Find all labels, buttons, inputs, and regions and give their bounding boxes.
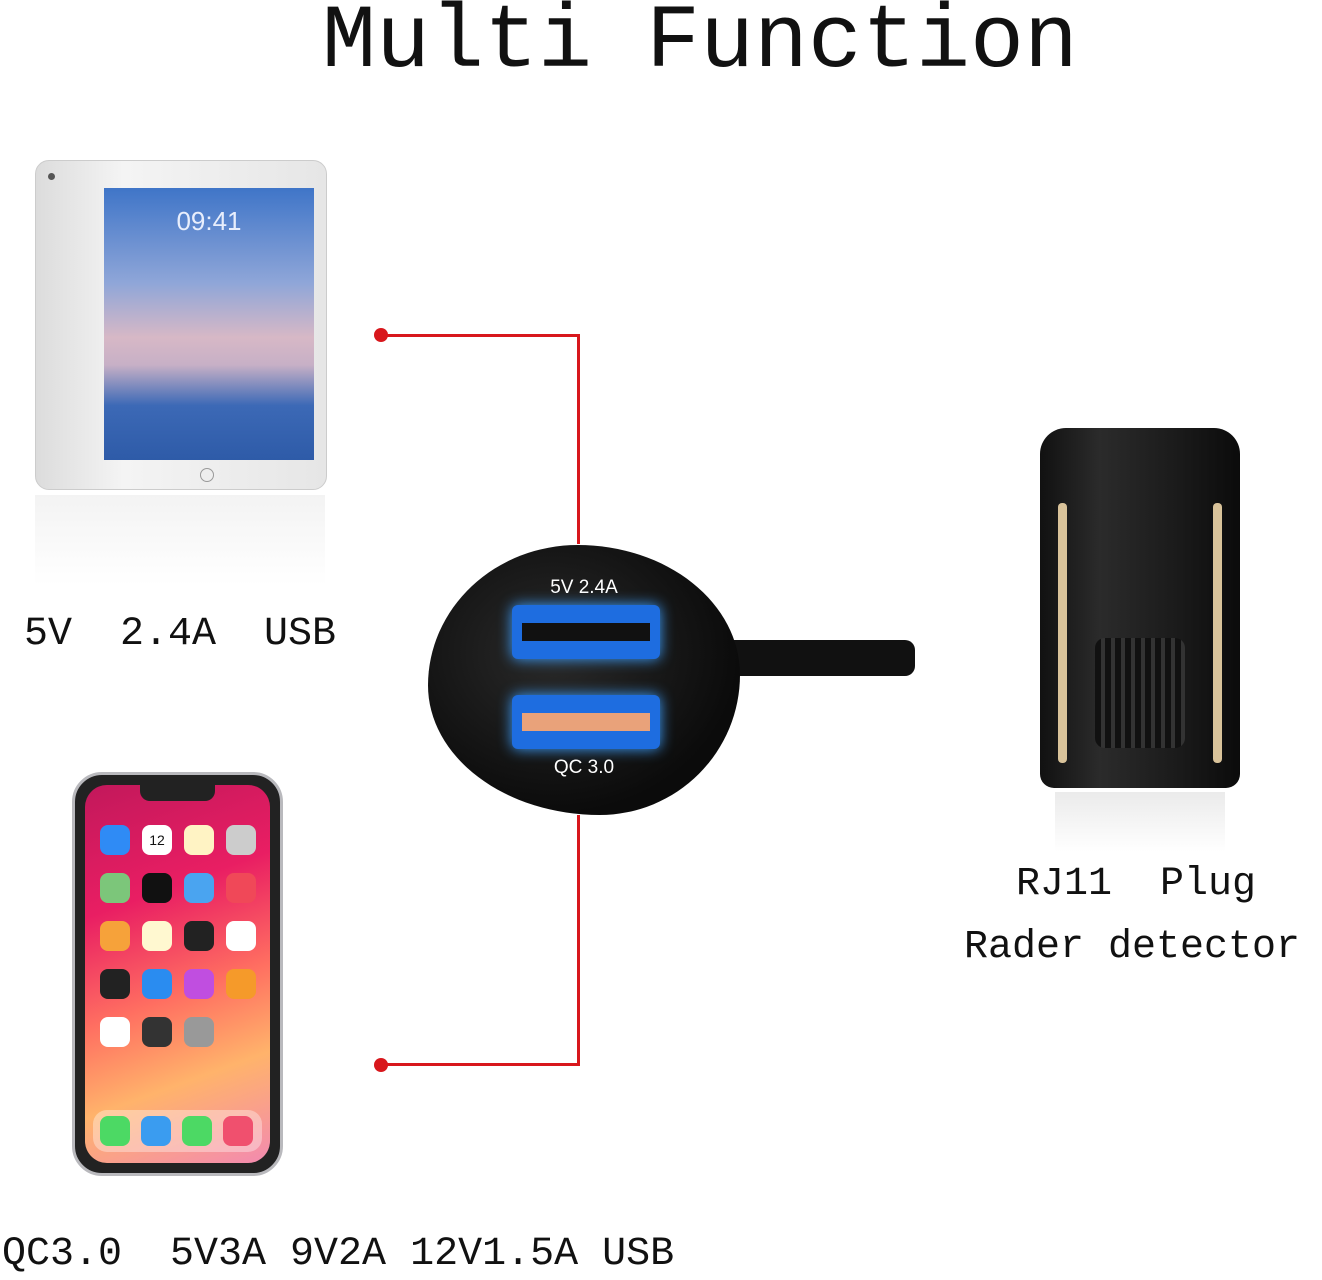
tablet-image: 09:41 [35,160,327,490]
connector-dot-bottom [374,1058,388,1072]
connector-line-bottom [381,1063,580,1066]
home-app-icon [100,921,130,951]
books-app-icon [226,969,256,999]
maps-app-icon [100,873,130,903]
settings-app-icon [184,1017,214,1047]
usb-port-top [512,605,660,659]
reminders-app-icon [226,921,256,951]
health-app-icon [100,1017,130,1047]
notes-app-icon [142,921,172,951]
messages-app-icon [182,1116,212,1146]
port-top-label: 5V 2.4A [550,577,618,598]
news-app-icon [226,873,256,903]
camera-app-icon [226,825,256,855]
music-app-icon [223,1116,253,1146]
radar-reflection [1055,792,1225,852]
tablet-screen: 09:41 [104,188,314,460]
page-title: Multi Function [321,0,1079,94]
camera-icon [48,173,55,180]
radar-label-line2: Rader detector [964,925,1301,970]
radar-label-line1: RJ11 Plug [1016,862,1257,907]
radar-vent [1095,638,1185,748]
calendar-app-icon: 12 [142,825,172,855]
phone-notch [140,785,215,801]
stocks-app-icon [184,921,214,951]
clock-app-icon [142,873,172,903]
mail-app-icon [100,825,130,855]
connector-line-bottom-vertical [577,815,580,1066]
radar-detector-image [1040,428,1240,788]
phone-image: 12 [72,772,283,1176]
phone-dock [93,1110,262,1152]
charger-cable [720,640,915,676]
wallet-app-icon [142,1017,172,1047]
app-store-icon [142,969,172,999]
itunes-store-icon [184,969,214,999]
phone-app-icon [100,1116,130,1146]
photos-app-icon [184,825,214,855]
tablet-reflection [35,495,325,585]
connector-line-top-vertical [577,334,580,544]
usb-charger-image: 5V 2.4A QC 3.0 [428,545,740,815]
calendar-day: 12 [149,832,165,848]
safari-app-icon [141,1116,171,1146]
tv-app-icon [100,969,130,999]
usb-port-qc [512,695,660,749]
home-button-icon [200,468,214,482]
tablet-label: 5V 2.4A USB [24,612,337,657]
weather-app-icon [184,873,214,903]
phone-label: QC3.0 5V3A 9V2A 12V1.5A USB [2,1232,675,1277]
port-bottom-label: QC 3.0 [553,757,615,778]
phone-screen: 12 [85,785,270,1163]
connector-line-top [381,334,580,337]
tablet-clock: 09:41 [176,206,242,236]
